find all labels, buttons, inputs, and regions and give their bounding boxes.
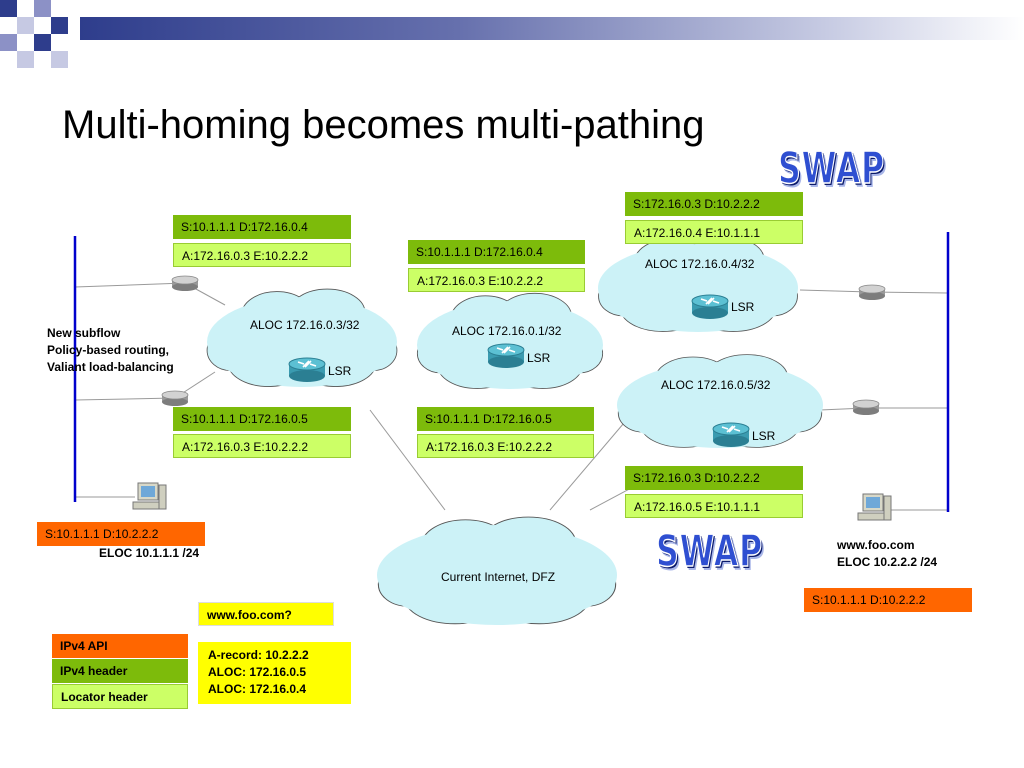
lsr-router-icon	[712, 422, 750, 448]
right-host-info: www.foo.com ELOC 10.2.2.2 /24	[837, 537, 937, 571]
dns-answer-line: A-record: 10.2.2.2	[208, 648, 309, 662]
legend-locator-header: Locator header	[52, 684, 188, 709]
internet-label: Current Internet, DFZ	[441, 570, 556, 584]
swap-label: SWAP	[777, 142, 885, 195]
header-ae-bottom-right: A:172.16.0.5 E:10.1.1.1	[625, 494, 803, 518]
header-sd-bottom-right: S:172.16.0.3 D:10.2.2.2	[625, 466, 803, 490]
dns-answer-line: ALOC: 172.16.0.4	[208, 682, 307, 696]
deco-square	[17, 51, 34, 68]
subflow-note: New subflow Policy-based routing, Valian…	[47, 325, 174, 376]
lsr-router-icon	[691, 294, 729, 320]
left-host-eloc: ELOC 10.1.1.1 /24	[99, 546, 200, 560]
slide-title: Multi-homing becomes multi-pathing	[62, 103, 705, 147]
lsr-router-icon	[487, 343, 525, 369]
lsr-label: LSR	[752, 429, 776, 443]
dns-answer-line: ALOC: 172.16.0.5	[208, 665, 307, 679]
right-host-eloc: ELOC 10.2.2.2 /24	[837, 555, 938, 569]
dns-query: www.foo.com?	[198, 602, 334, 626]
header-sd-top-left: S:10.1.1.1 D:172.16.0.4	[173, 215, 351, 239]
legend-ipv4-header: IPv4 header	[52, 659, 188, 683]
deco-square	[17, 17, 34, 34]
note-line: New subflow	[47, 326, 121, 340]
edge-router-icon	[858, 284, 886, 301]
link-lines	[74, 282, 949, 511]
lsr-label: LSR	[328, 364, 352, 378]
aloc-04-label: ALOC 172.16.0.4/32	[645, 257, 755, 271]
aloc-03-label: ALOC 172.16.0.3/32	[250, 318, 360, 332]
lsr-label: LSR	[527, 351, 551, 365]
deco-square	[51, 17, 68, 34]
header-ae-top-left: A:172.16.0.3 E:10.2.2.2	[173, 243, 351, 267]
deco-square	[51, 51, 68, 68]
header-sd-top-right: S:172.16.0.3 D:10.2.2.2	[625, 192, 803, 216]
aloc-05-label: ALOC 172.16.0.5/32	[661, 378, 771, 392]
header-ae-top-mid: A:172.16.0.3 E:10.2.2.2	[408, 268, 585, 292]
header-sd-top-mid: S:10.1.1.1 D:172.16.0.4	[408, 240, 585, 264]
header-ae-top-right: A:172.16.0.4 E:10.1.1.1	[625, 220, 803, 244]
deco-square	[0, 34, 17, 51]
host-computer-icon	[857, 493, 892, 521]
lsr-label: LSR	[731, 300, 755, 314]
host-computer-icon	[132, 482, 167, 510]
header-ae-bottom-left: A:172.16.0.3 E:10.2.2.2	[173, 434, 351, 458]
header-sd-bottom-left: S:10.1.1.1 D:172.16.0.5	[173, 407, 351, 431]
right-host-packet: S:10.1.1.1 D:10.2.2.2	[804, 588, 972, 612]
aloc-01-label: ALOC 172.16.0.1/32	[452, 324, 562, 338]
edge-router-icon	[171, 275, 199, 292]
right-host-name: www.foo.com	[837, 538, 915, 552]
dns-answers: A-record: 10.2.2.2 ALOC: 172.16.0.5 ALOC…	[198, 642, 351, 704]
left-host-packet: S:10.1.1.1 D:10.2.2.2	[37, 522, 205, 546]
title-bar-gradient	[80, 17, 1024, 40]
deco-square	[34, 0, 51, 17]
edge-router-icon	[852, 399, 880, 416]
note-line: Valiant load-balancing	[47, 360, 174, 374]
edge-router-icon	[161, 390, 189, 407]
header-ae-bottom-mid: A:172.16.0.3 E:10.2.2.2	[417, 434, 594, 458]
legend-ipv4-api: IPv4 API	[52, 634, 188, 658]
lsr-router-icon	[288, 357, 326, 383]
swap-label: SWAP	[655, 525, 763, 578]
deco-square	[0, 0, 17, 17]
header-sd-bottom-mid: S:10.1.1.1 D:172.16.0.5	[417, 407, 594, 431]
deco-square	[34, 34, 51, 51]
note-line: Policy-based routing,	[47, 343, 170, 357]
